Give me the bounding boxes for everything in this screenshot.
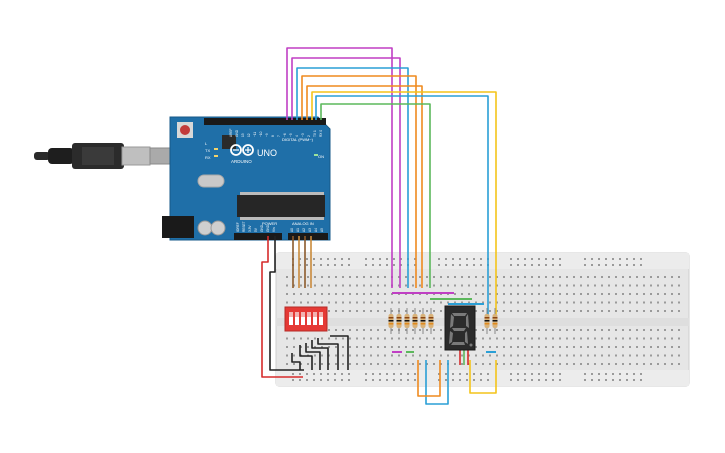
dip-toggle-knob bbox=[319, 312, 323, 317]
arduino-uno-board[interactable]: ARDUINO UNO DIGITAL (PWM~) POWER ANALOG … bbox=[162, 116, 331, 241]
wire-orange-2 bbox=[306, 85, 423, 288]
breadboard[interactable] bbox=[275, 252, 690, 387]
pin-label: ~10 bbox=[259, 131, 263, 137]
digital-header[interactable] bbox=[204, 118, 326, 125]
dip-toggle-knob bbox=[289, 312, 293, 317]
pin-label: RX 0 bbox=[319, 130, 323, 137]
rx-led-label: RX bbox=[205, 155, 211, 160]
wire-green bbox=[320, 103, 431, 288]
usb-cable-icon bbox=[34, 143, 185, 169]
dip-toggle[interactable] bbox=[289, 312, 293, 325]
wire-magenta bbox=[286, 47, 393, 288]
resistor[interactable] bbox=[492, 308, 498, 334]
seven-segment-display[interactable]: 8. bbox=[0, 0, 476, 351]
pin-label: ~9 bbox=[265, 133, 269, 137]
digital-header-label: DIGITAL (PWM~) bbox=[282, 137, 314, 142]
pin-label: TX 1 bbox=[313, 130, 317, 137]
wire-blue bbox=[296, 67, 409, 288]
display-digit: 8. bbox=[0, 0, 2, 1]
breadboard-holes bbox=[286, 258, 680, 381]
resistor[interactable] bbox=[396, 308, 402, 334]
pin-label: ~5 bbox=[289, 133, 293, 137]
resistors[interactable] bbox=[388, 308, 498, 334]
wire-red-power bbox=[261, 236, 303, 378]
analog-header-label: ANALOG IN bbox=[292, 221, 314, 226]
wire-black-gnd bbox=[269, 236, 304, 371]
wire-yellow-bottom bbox=[469, 360, 497, 394]
dip-toggle[interactable] bbox=[295, 312, 299, 325]
wire-orange-bottom bbox=[417, 360, 441, 397]
pin-label: ~3 bbox=[301, 133, 305, 137]
power-header[interactable] bbox=[234, 233, 282, 240]
crystal bbox=[197, 174, 225, 188]
pin-label: 8 bbox=[271, 135, 275, 137]
pin-label: GND bbox=[266, 224, 270, 232]
breadboard-jumpers bbox=[392, 292, 496, 353]
resistor[interactable] bbox=[388, 308, 394, 334]
pin-label: 4 bbox=[295, 135, 299, 137]
pin-label: GND bbox=[260, 224, 264, 232]
pin-label: A5 bbox=[320, 228, 324, 232]
wire-blue-2 bbox=[315, 95, 489, 320]
tx-led-label: TX bbox=[205, 148, 210, 153]
dip-toggle[interactable] bbox=[313, 312, 317, 325]
wire-yellow bbox=[311, 91, 497, 320]
pin-label: A1 bbox=[296, 228, 300, 232]
wire-magenta-2 bbox=[291, 57, 401, 288]
pin-label: Vin bbox=[272, 227, 276, 232]
pin-label: 7 bbox=[277, 135, 281, 137]
power-jack bbox=[162, 216, 194, 238]
pin-label: 12 bbox=[247, 133, 251, 137]
pin-label: A3 bbox=[308, 228, 312, 232]
wires bbox=[261, 47, 497, 405]
resistor[interactable] bbox=[484, 308, 490, 334]
l-led-label: L bbox=[205, 141, 208, 146]
pin-label: ~11 bbox=[253, 132, 257, 137]
pin-label: 5V bbox=[254, 227, 258, 232]
dip-toggle[interactable] bbox=[307, 312, 311, 325]
dip-toggle-knob bbox=[307, 312, 311, 317]
arduino-infinity-logo-icon bbox=[230, 144, 254, 156]
pin-label: 2 bbox=[307, 135, 311, 137]
atmega-chip bbox=[237, 195, 325, 217]
analog-header[interactable] bbox=[288, 233, 328, 240]
resistor[interactable] bbox=[420, 308, 426, 334]
wire-orange bbox=[301, 75, 417, 288]
dip-toggle[interactable] bbox=[319, 312, 323, 325]
dip-toggle-knob bbox=[295, 312, 299, 317]
pin-label: A2 bbox=[302, 228, 306, 232]
model-label: UNO bbox=[257, 148, 277, 158]
pin-label: RESET bbox=[242, 221, 246, 232]
brand-label: ARDUINO bbox=[231, 159, 252, 164]
resistor[interactable] bbox=[412, 308, 418, 334]
pin-label: A4 bbox=[314, 228, 318, 232]
reset-button-icon[interactable] bbox=[177, 122, 193, 138]
resistor[interactable] bbox=[428, 308, 434, 334]
pin-label: AREF bbox=[229, 128, 233, 137]
segments bbox=[449, 313, 473, 347]
pin-label: 3.3V bbox=[248, 225, 252, 232]
pin-label: ~6 bbox=[283, 133, 287, 137]
pin-label: A0 bbox=[290, 228, 294, 232]
resistor[interactable] bbox=[404, 308, 410, 334]
dip-toggle-knob bbox=[313, 312, 317, 317]
wire-blue-bottom bbox=[425, 360, 449, 405]
pin-label: IOREF bbox=[236, 222, 240, 232]
on-led-label: ON bbox=[318, 154, 324, 159]
dip-toggle[interactable] bbox=[301, 312, 305, 325]
pin-label: 13 bbox=[241, 133, 245, 137]
dip-switch[interactable] bbox=[284, 306, 328, 332]
pin-label: GND bbox=[235, 129, 239, 137]
dip-toggle-knob bbox=[301, 312, 305, 317]
power-header-label: POWER bbox=[262, 221, 277, 226]
